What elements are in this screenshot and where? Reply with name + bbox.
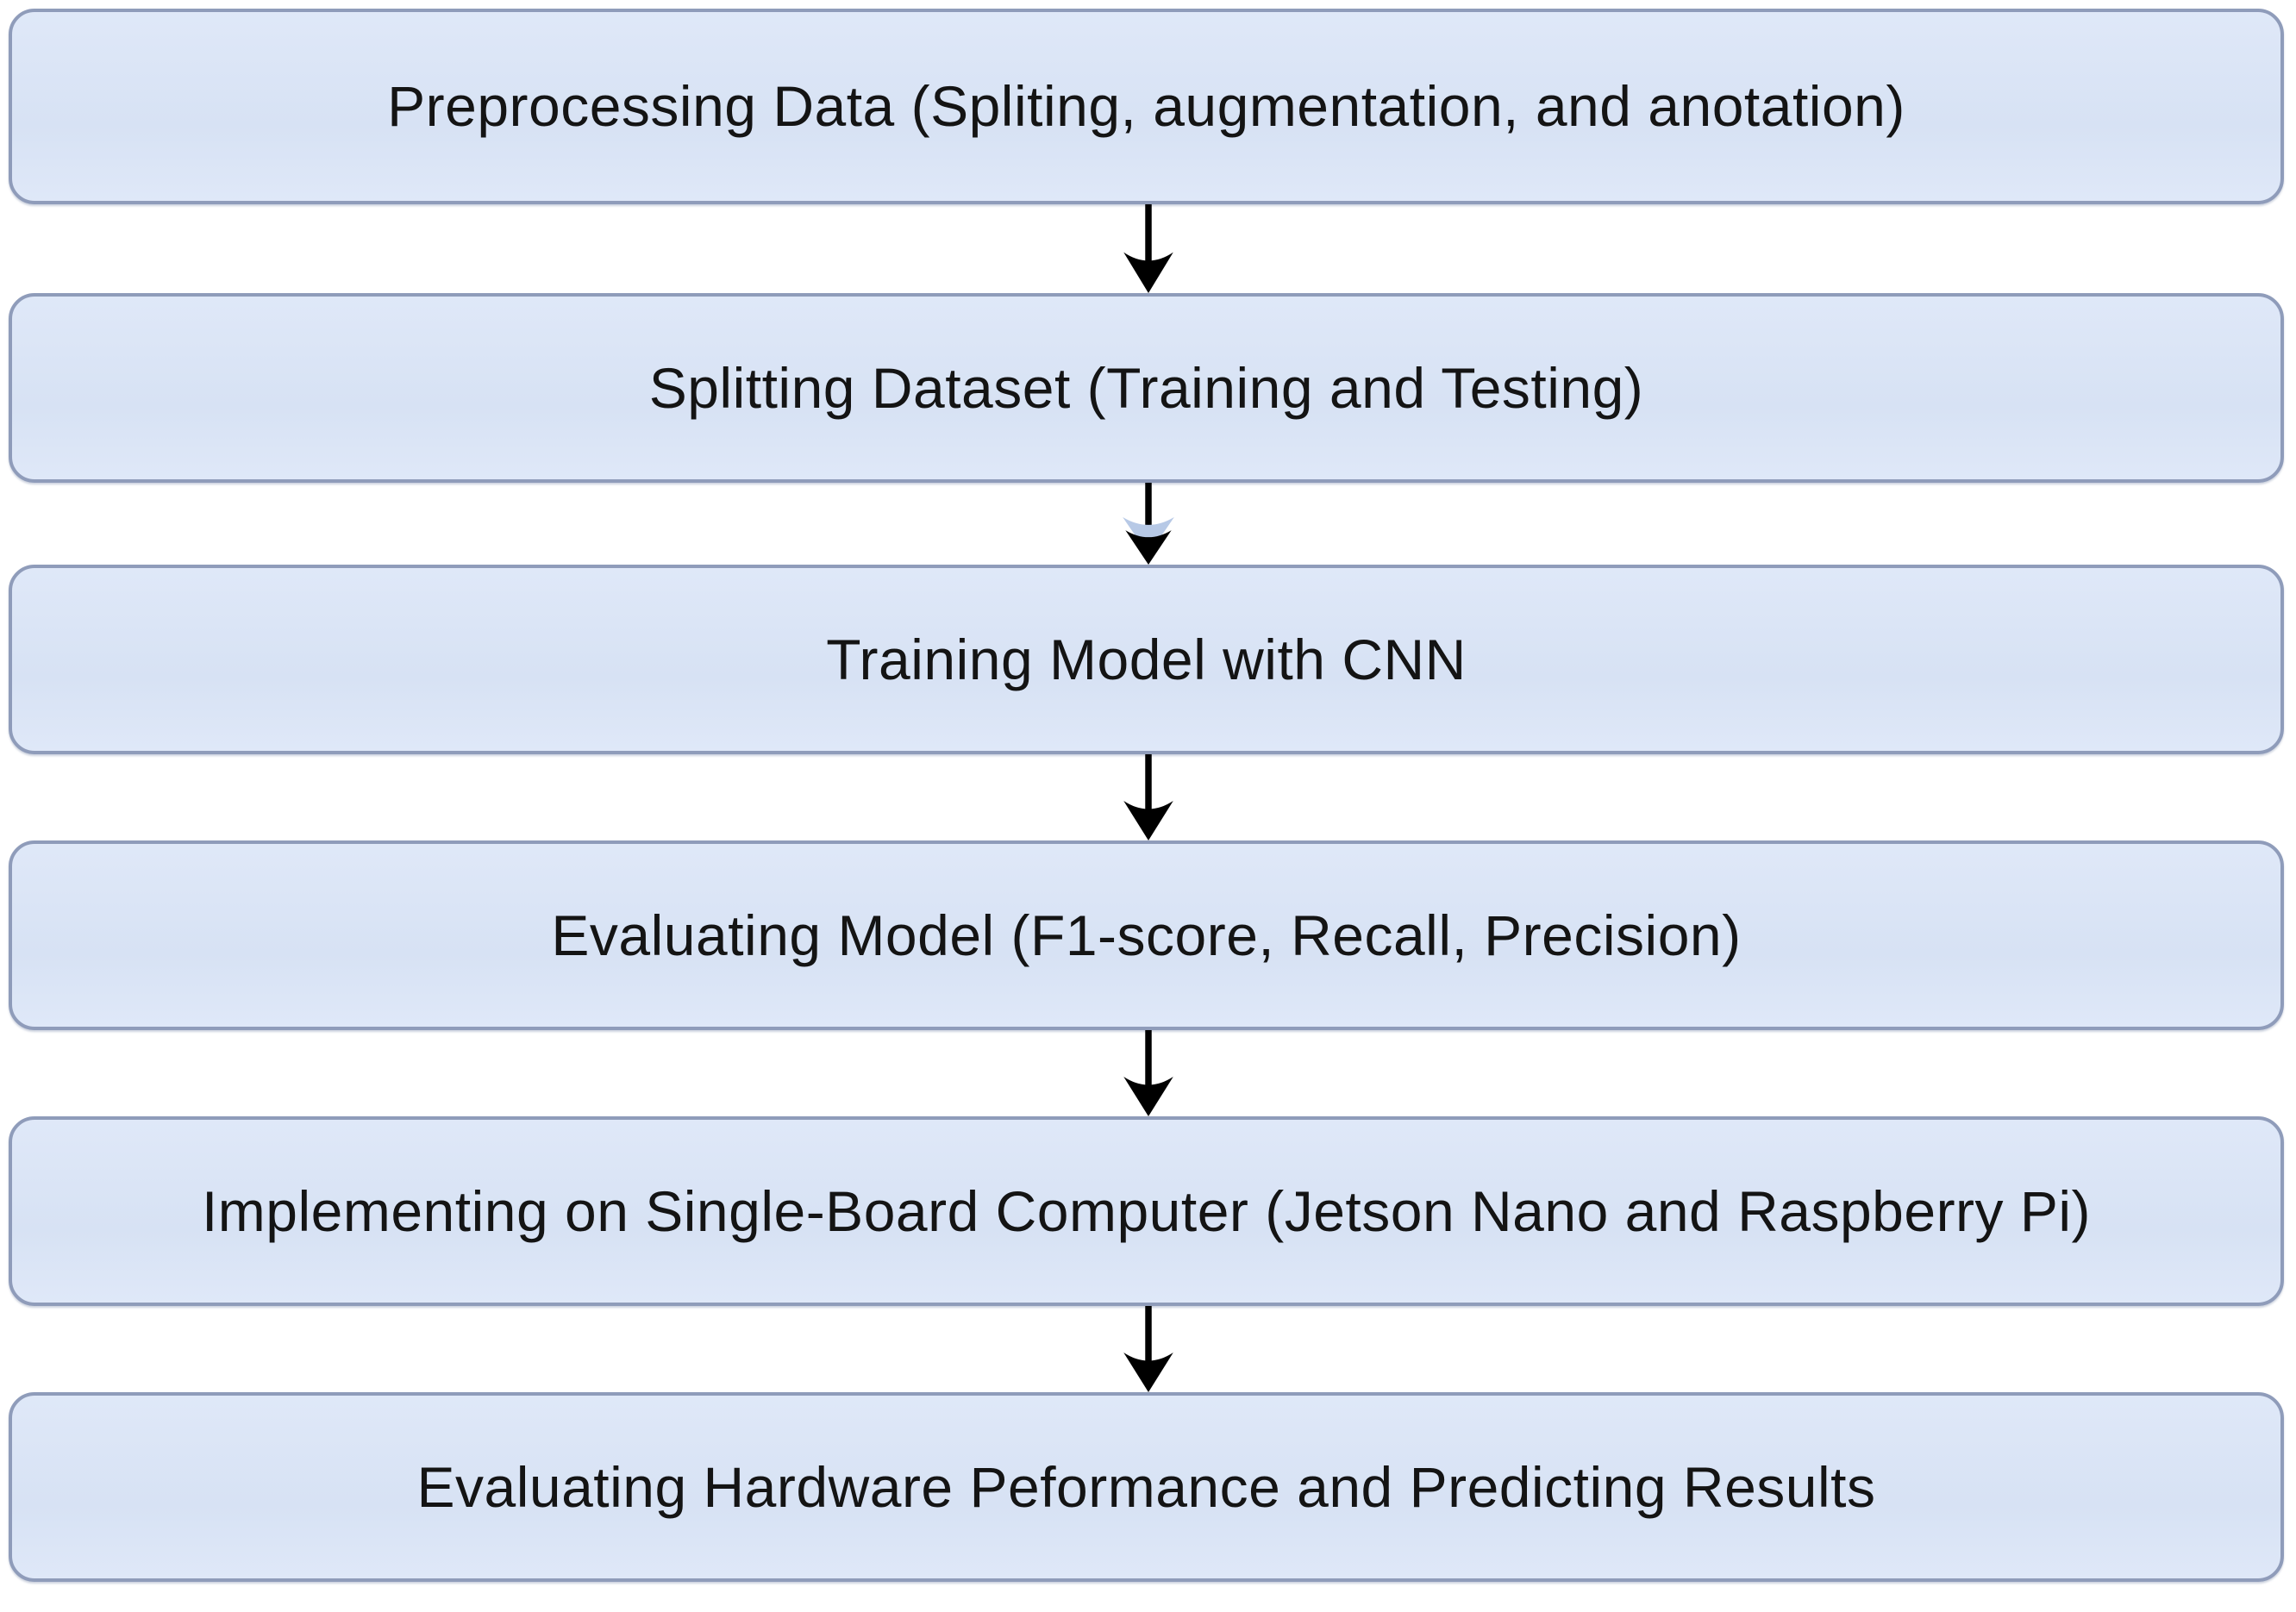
down-arrow-icon xyxy=(0,204,2296,293)
down-arrow-icon xyxy=(0,1030,2296,1116)
flow-step-label: Splitting Dataset (Training and Testing) xyxy=(648,355,1644,420)
flow-step-preprocessing: Preprocessing Data (Spliting, augmentati… xyxy=(9,9,2284,204)
flow-step-evaluating-hardware: Evaluating Hardware Peformance and Predi… xyxy=(9,1392,2284,1582)
down-arrow-icon xyxy=(0,754,2296,840)
flow-step-label: Training Model with CNN xyxy=(826,627,1467,691)
flow-step-label: Evaluating Hardware Peformance and Predi… xyxy=(416,1454,1876,1519)
down-arrow-icon xyxy=(0,1306,2296,1392)
flow-step-label: Evaluating Model (F1-score, Recall, Prec… xyxy=(551,903,1742,967)
flow-step-implementing-sbc: Implementing on Single-Board Computer (J… xyxy=(9,1116,2284,1306)
flow-step-training-cnn: Training Model with CNN xyxy=(9,565,2284,754)
down-arrow-icon xyxy=(0,483,2296,565)
flow-step-evaluating-model: Evaluating Model (F1-score, Recall, Prec… xyxy=(9,840,2284,1030)
flow-step-label: Implementing on Single-Board Computer (J… xyxy=(201,1178,2092,1243)
flow-step-splitting-dataset: Splitting Dataset (Training and Testing) xyxy=(9,293,2284,483)
flow-step-label: Preprocessing Data (Spliting, augmentati… xyxy=(387,74,1905,139)
